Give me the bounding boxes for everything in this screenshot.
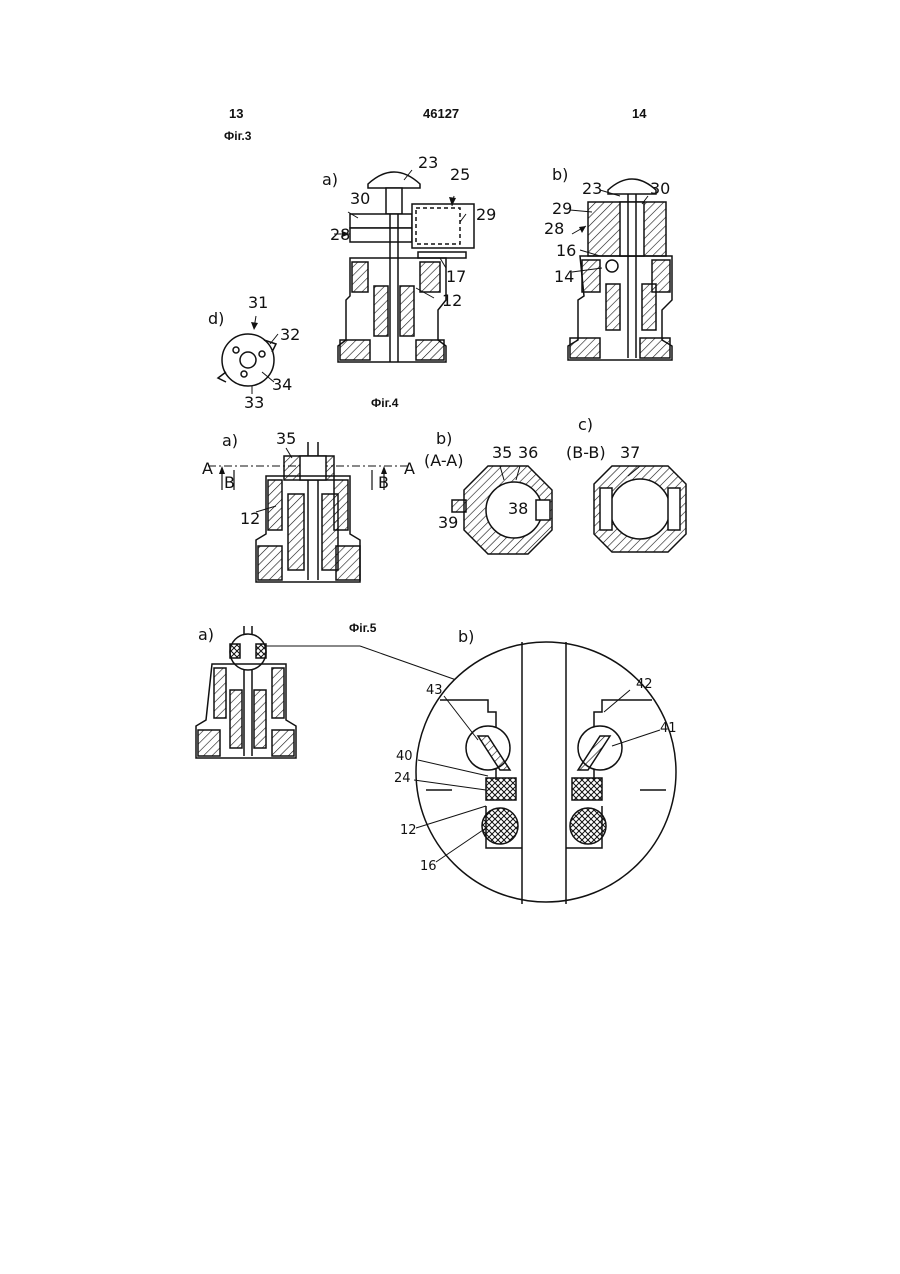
ref-16c: 16 [420,859,437,874]
fig4-view-c-labels: c) (B-B) 37 [566,415,640,462]
ref-41: 41 [660,721,677,736]
ref-34: 34 [272,375,292,394]
fig5-view-a-labels: a) [198,625,214,644]
ref-32: 32 [280,325,300,344]
fig5-view-a-letter: a) [198,625,214,644]
ref-23b: 23 [582,179,602,198]
section-aa: (A-A) [424,451,463,470]
fig3-view-b [568,179,672,360]
section-mark-b-right: B [378,473,389,492]
fig4-view-b [452,466,552,554]
ref-43: 43 [426,683,443,698]
ref-30: 30 [350,189,370,208]
ref-12b: 12 [400,823,417,838]
ref-36: 36 [518,443,538,462]
ref-40: 40 [396,749,413,764]
ref-29: 29 [476,205,496,224]
fig4-view-c [594,466,686,552]
section-mark-a-left: A [202,459,213,478]
ref-28b: 28 [544,219,564,238]
ref-25: 25 [450,165,470,184]
ref-39: 39 [438,513,458,532]
fig3-view-d [218,316,278,394]
ref-35a: 35 [276,429,296,448]
section-bb: (B-B) [566,443,606,462]
fig5-view-b-letter: b) [458,627,474,646]
fig4-view-b-letter: b) [436,429,452,448]
ref-35b: 35 [492,443,512,462]
ref-12a: 12 [240,509,260,528]
ref-14b: 14 [554,267,574,286]
ref-30b: 30 [650,179,670,198]
ref-24: 24 [394,771,411,786]
fig3-view-d-letter: d) [208,309,224,328]
fig4-view-c-letter: c) [578,415,593,434]
fig3-view-a-letter: a) [322,170,338,189]
ref-23: 23 [418,153,438,172]
ref-16b: 16 [556,241,576,260]
ref-38: 38 [508,499,528,518]
ref-42: 42 [636,677,653,692]
fig3-view-b-letter: b) [552,165,568,184]
ref-29b: 29 [552,199,572,218]
ref-37: 37 [620,443,640,462]
ref-17: 17 [446,267,466,286]
fig4-view-a-letter: a) [222,431,238,450]
ref-12: 12 [442,291,462,310]
fig4-view-a [208,442,408,582]
ref-28: 28 [330,225,350,244]
section-mark-b-left: B [224,473,235,492]
ref-33: 33 [244,393,264,412]
ref-31: 31 [248,293,268,312]
section-mark-a-right: A [404,459,415,478]
